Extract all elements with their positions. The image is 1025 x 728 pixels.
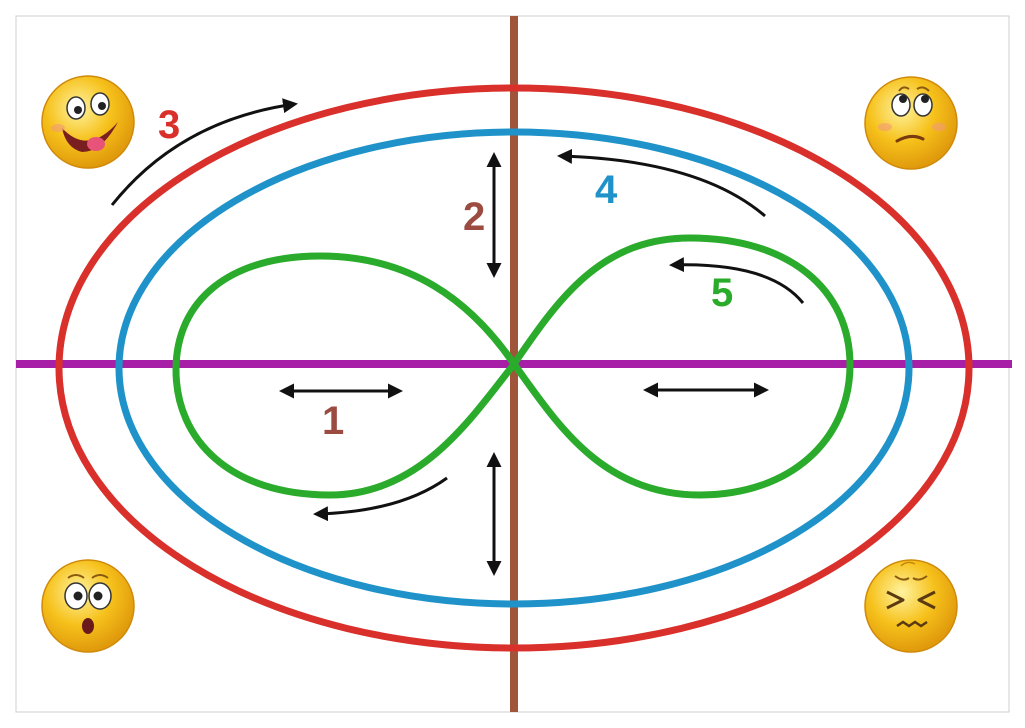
outer-ellipse [55,84,973,652]
label-4: 4 [595,168,618,212]
arrow-curved-figure-eight-right [669,257,805,304]
figure-eight-right-loop [509,234,854,499]
inner-ellipse [115,128,913,608]
label-2: 2 [463,195,485,239]
label-5: 5 [711,271,733,315]
label-1: 1 [322,399,344,443]
squinting-emoji [864,559,958,653]
arrow-curved-counterclockwise-topright [557,148,766,218]
shocked-emoji [41,559,135,653]
arrow-curved-clockwise-topleft [110,98,298,206]
figure-eight-left-loop [172,252,519,499]
grinning-tongue-emoji [41,75,135,169]
label-3: 3 [158,103,180,147]
thinking-emoji [864,76,958,170]
arrow-curved-figure-eight-left [313,476,448,522]
